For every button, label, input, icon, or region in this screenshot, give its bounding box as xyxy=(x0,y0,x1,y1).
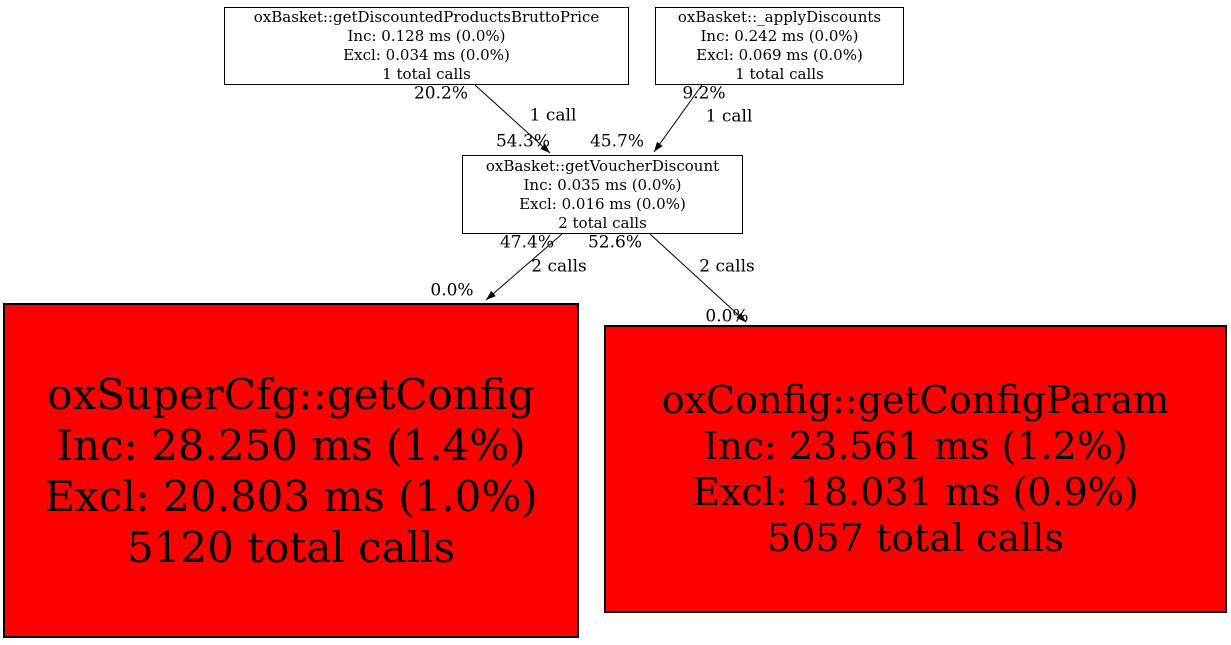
node-function-name: oxSuperCfg::getConfig xyxy=(47,369,535,419)
edge-label-target-percent: 0.0% xyxy=(705,306,749,327)
node-exclusive-time: Excl: 20.803 ms (1.0%) xyxy=(44,471,538,521)
node-total-calls: 1 total calls xyxy=(382,65,471,83)
edge-label-source-percent: 9.2% xyxy=(682,83,726,104)
node-total-calls: 1 total calls xyxy=(735,65,824,83)
node-oxsupercfg-getconfig: oxSuperCfg::getConfig Inc: 28.250 ms (1.… xyxy=(3,303,579,638)
node-inclusive-time: Inc: 0.128 ms (0.0%) xyxy=(347,27,506,45)
node-inclusive-time: Inc: 0.242 ms (0.0%) xyxy=(700,27,859,45)
node-inclusive-time: Inc: 23.561 ms (1.2%) xyxy=(703,424,1128,468)
node-total-calls: 5120 total calls xyxy=(126,522,456,572)
edge-label-call-count: 2 calls xyxy=(531,256,587,277)
edge-label-target-percent: 54.3% xyxy=(495,131,551,152)
node-oxbasket-getdiscountedproductsbruttoprice: oxBasket::getDiscountedProductsBruttoPri… xyxy=(224,7,629,85)
edge-label-source-percent: 20.2% xyxy=(413,83,469,104)
node-exclusive-time: Excl: 18.031 ms (0.9%) xyxy=(692,470,1139,514)
node-total-calls: 2 total calls xyxy=(558,213,647,232)
edge-label-call-count: 2 calls xyxy=(699,256,755,277)
edge-getdiscounted-to-getvoucher xyxy=(474,84,551,154)
node-inclusive-time: Inc: 0.035 ms (0.0%) xyxy=(523,175,682,194)
edge-applydiscounts-to-getvoucher xyxy=(653,84,703,153)
node-inclusive-time: Inc: 28.250 ms (1.4%) xyxy=(56,420,526,470)
edge-label-source-percent: 47.4% xyxy=(499,232,555,253)
node-function-name: oxConfig::getConfigParam xyxy=(661,378,1170,422)
edge-label-call-count: 1 call xyxy=(705,106,753,127)
node-function-name: oxBasket::_applyDiscounts xyxy=(677,8,882,26)
node-oxbasket-getvoucherdiscount: oxBasket::getVoucherDiscount Inc: 0.035 … xyxy=(462,155,743,234)
edge-label-call-count: 1 call xyxy=(529,105,577,126)
node-total-calls: 5057 total calls xyxy=(767,516,1064,560)
node-function-name: oxBasket::getDiscountedProductsBruttoPri… xyxy=(253,8,600,26)
edge-getvoucher-to-getconfig xyxy=(485,233,563,301)
node-exclusive-time: Excl: 0.069 ms (0.0%) xyxy=(696,46,863,64)
edge-label-source-percent: 52.6% xyxy=(587,232,643,253)
node-oxbasket-applydiscounts: oxBasket::_applyDiscounts Inc: 0.242 ms … xyxy=(655,7,904,85)
node-oxconfig-getconfigparam: oxConfig::getConfigParam Inc: 23.561 ms … xyxy=(604,325,1227,613)
edge-label-target-percent: 45.7% xyxy=(589,131,645,152)
node-exclusive-time: Excl: 0.016 ms (0.0%) xyxy=(519,194,686,213)
node-exclusive-time: Excl: 0.034 ms (0.0%) xyxy=(343,46,510,64)
edge-label-target-percent: 0.0% xyxy=(430,280,474,301)
node-function-name: oxBasket::getVoucherDiscount xyxy=(485,156,720,175)
edge-getvoucher-to-getconfigparam xyxy=(649,233,747,323)
